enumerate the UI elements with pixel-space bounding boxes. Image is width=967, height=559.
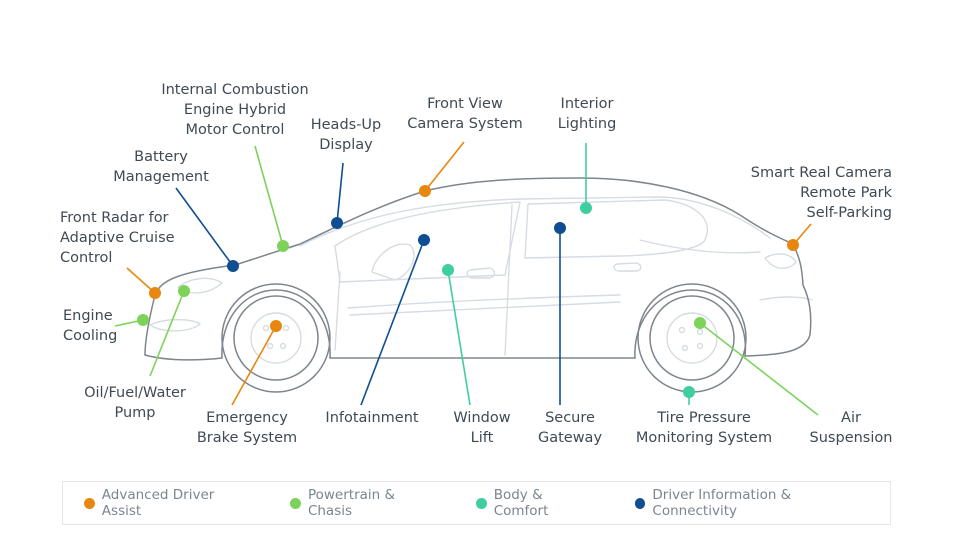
- label-tpms: Tire Pressure Monitoring System: [636, 408, 772, 448]
- label-fvc: Front View Camera System: [407, 94, 523, 134]
- fvc-leader-line: [424, 141, 465, 192]
- label-line: Brake System: [196, 430, 298, 446]
- label-line: Front Radar for: [60, 210, 169, 226]
- label-line: Suspension: [809, 430, 893, 446]
- label-ofw: Oil/Fuel/Water Pump: [84, 383, 186, 423]
- legend-label: Driver Information & Connectivity: [652, 487, 792, 519]
- legend-item-powertrain-chasis: Powertrain & Chasis: [290, 487, 441, 519]
- ofw-leader-line: [149, 290, 185, 377]
- legend-dot-icon: [84, 497, 95, 509]
- tpms-dot-icon: [683, 386, 695, 398]
- callout-dots: [137, 185, 799, 398]
- label-ice: Internal Combustion Engine Hybrid Motor …: [161, 80, 308, 140]
- label-line: Gateway: [537, 430, 603, 446]
- ebs-leader-line: [231, 325, 277, 406]
- ec-dot-icon: [137, 314, 149, 326]
- label-line: Interior: [560, 96, 614, 112]
- label-il: Interior Lighting: [558, 94, 617, 134]
- callout-lines: [114, 141, 819, 416]
- label-line: Emergency: [206, 410, 288, 426]
- label-line: Control: [60, 250, 113, 266]
- hud-dot-icon: [331, 217, 343, 229]
- legend-label: Body & Comfort: [493, 487, 549, 519]
- ice-leader-line: [254, 145, 284, 247]
- sg-dot-icon: [554, 222, 566, 234]
- legend-dot-icon: [290, 497, 301, 509]
- label-line: Oil/Fuel/Water: [84, 385, 186, 401]
- label-ebs: Emergency Brake System: [197, 408, 297, 448]
- label-line: Internal Combustion: [161, 82, 309, 98]
- label-line: Front View: [427, 96, 503, 112]
- label-line: Self-Parking: [806, 205, 892, 221]
- label-line: Battery: [134, 149, 188, 165]
- label-line: Secure: [545, 410, 595, 426]
- fr-dot-icon: [149, 287, 161, 299]
- ice-dot-icon: [277, 240, 289, 252]
- label-line: Engine Hybrid: [183, 102, 287, 118]
- il-dot-icon: [580, 202, 592, 214]
- label-hud: Heads-Up Display: [311, 115, 382, 155]
- label-line: Motor Control: [185, 122, 285, 138]
- label-line: Smart Real Camera: [750, 165, 892, 181]
- as-dot-icon: [694, 317, 706, 329]
- label-line: Lighting: [557, 116, 617, 132]
- label-line: Cooling: [63, 328, 118, 344]
- label-line: Lift: [470, 430, 494, 446]
- label-line: Heads-Up: [310, 117, 382, 133]
- label-wl: Window Lift: [453, 408, 510, 448]
- label-line: Monitoring System: [635, 430, 773, 446]
- car-detail-lines: [149, 196, 813, 364]
- label-as: Air Suspension: [810, 408, 893, 448]
- hud-leader-line: [336, 162, 344, 224]
- inf-dot-icon: [418, 234, 430, 246]
- car-outline: [144, 177, 812, 393]
- src-dot-icon: [787, 239, 799, 251]
- label-src: Smart Real Camera Remote Park Self-Parki…: [751, 163, 892, 223]
- legend-dot-icon: [475, 497, 487, 509]
- legend-label: Powertrain & Chasis: [307, 487, 396, 519]
- label-line: Display: [319, 137, 373, 153]
- ebs-dot-icon: [270, 320, 282, 332]
- label-line: Window: [453, 410, 511, 426]
- inf-leader-line: [360, 239, 425, 406]
- label-line: Engine: [63, 308, 113, 324]
- label-line: Camera System: [407, 116, 523, 132]
- fvc-dot-icon: [419, 185, 431, 197]
- legend-item-advanced-driver-assist: Advanced Driver Assist: [84, 487, 255, 519]
- label-bm: Battery Management: [113, 147, 209, 187]
- bm-leader-line: [175, 187, 234, 267]
- wl-leader-line: [447, 269, 471, 406]
- fr-leader-line: [126, 267, 156, 294]
- label-inf: Infotainment: [325, 408, 418, 428]
- label-line: Remote Park: [800, 185, 892, 201]
- legend: Advanced Driver Assist Powertrain & Chas…: [62, 481, 891, 525]
- legend-item-body-comfort: Body & Comfort: [475, 487, 600, 519]
- label-line: Air: [841, 410, 861, 426]
- wl-dot-icon: [442, 264, 454, 276]
- label-line: Tire Pressure: [657, 410, 751, 426]
- as-leader-line: [699, 322, 819, 416]
- label-sg: Secure Gateway: [538, 408, 602, 448]
- legend-item-driver-information-connectivity: Driver Information & Connectivity: [634, 487, 876, 519]
- ofw-dot-icon: [178, 285, 190, 297]
- label-line: Adaptive Cruise: [60, 230, 175, 246]
- bm-dot-icon: [227, 260, 239, 272]
- legend-label: Advanced Driver Assist: [101, 487, 215, 519]
- legend-dot-icon: [634, 497, 646, 509]
- label-line: Infotainment: [325, 410, 419, 426]
- label-line: Pump: [114, 405, 156, 421]
- label-line: Management: [113, 169, 209, 185]
- label-ec: Engine Cooling: [63, 306, 117, 346]
- label-fr: Front Radar for Adaptive Cruise Control: [60, 208, 175, 268]
